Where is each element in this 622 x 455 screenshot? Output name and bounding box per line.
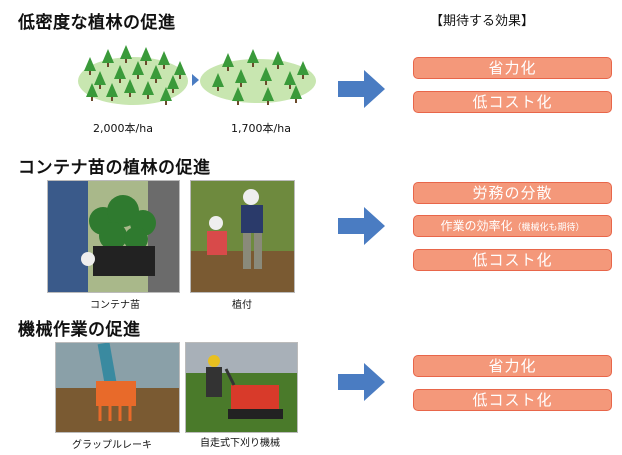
effect-labor-saving: 省力化 xyxy=(413,57,612,79)
caption-planting: 植付 xyxy=(232,300,252,311)
effects-title: 【期待する効果】 xyxy=(430,14,535,29)
effect-cost-reduction: 低コスト化 xyxy=(413,389,612,411)
container-seedling-illustration xyxy=(48,181,179,292)
effect-efficiency-note: （機械化も期待） xyxy=(512,223,585,233)
caption-container-seedlings: コンテナ苗 xyxy=(90,300,140,311)
forest-density-diagram xyxy=(78,45,316,105)
right-arrow-icon xyxy=(338,363,385,401)
effect-efficiency: 作業の効率化（機械化も期待） xyxy=(413,215,612,237)
effect-efficiency-label: 作業の効率化 xyxy=(440,219,513,233)
grapple-rake-illustration xyxy=(56,343,179,432)
caption-2000-per-ha: 2,000本/ha xyxy=(93,122,153,135)
caption-self-propelled-mower: 自走式下刈り機械 xyxy=(200,438,280,449)
caption-grapple-rake: グラップルレーキ xyxy=(72,440,152,451)
mower-illustration xyxy=(186,343,297,432)
effect-labor-distribution: 労務の分散 xyxy=(413,182,612,204)
caption-1700-per-ha: 1,700本/ha xyxy=(231,122,291,135)
section-heading-container-seedlings: コンテナ苗の植林の促進 xyxy=(18,158,211,178)
right-arrow-icon xyxy=(338,70,385,108)
photo-planting xyxy=(190,180,295,293)
effect-cost-reduction: 低コスト化 xyxy=(413,91,612,113)
high-density-plot xyxy=(78,57,188,105)
effect-labor-saving: 省力化 xyxy=(413,355,612,377)
planting-illustration xyxy=(191,181,294,292)
right-arrow-icon xyxy=(338,207,385,245)
section-heading-low-density: 低密度な植林の促進 xyxy=(18,13,176,33)
photo-grapple-rake xyxy=(55,342,180,433)
photo-container-seedlings xyxy=(47,180,180,293)
chevron-right-icon xyxy=(192,74,199,86)
effect-cost-reduction: 低コスト化 xyxy=(413,249,612,271)
section-heading-mechanization: 機械作業の促進 xyxy=(18,320,141,340)
photo-self-propelled-mower xyxy=(185,342,298,433)
